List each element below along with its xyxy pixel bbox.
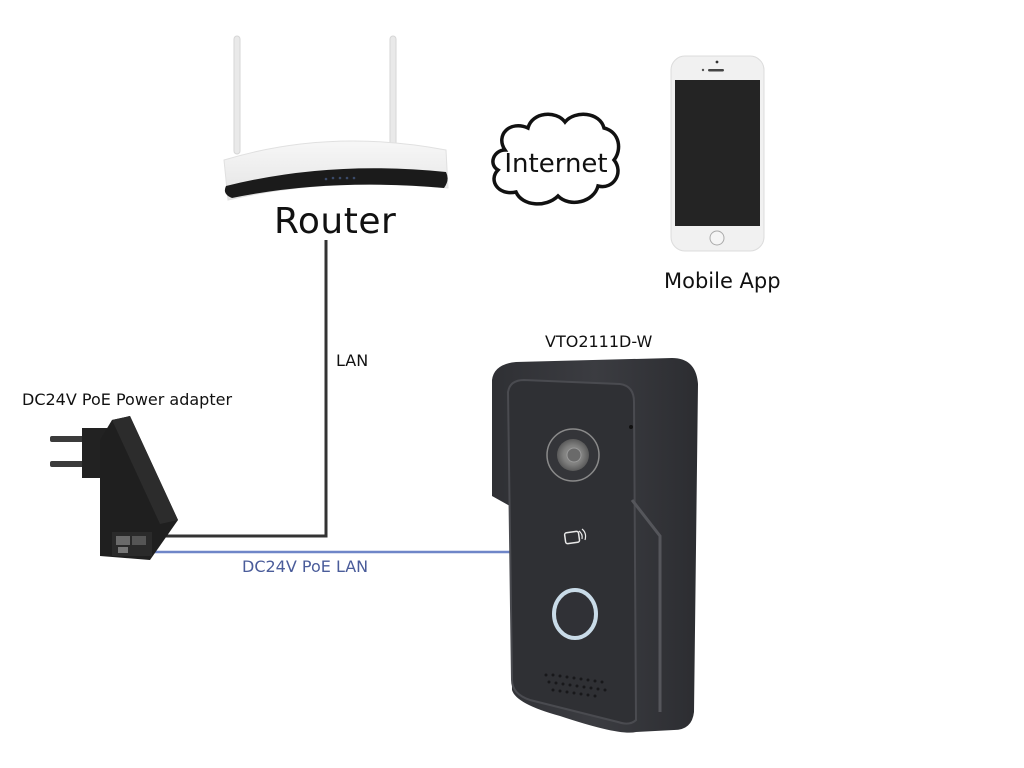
lan-line: [146, 240, 328, 538]
poe-lan-edge-label: DC24V PoE LAN: [242, 557, 369, 576]
rfid-card-icon: [563, 528, 587, 545]
lan-edge-label: LAN: [336, 351, 369, 370]
speaker-grille: [544, 673, 607, 698]
cloud-icon: Internet: [491, 112, 621, 206]
mobile-app-label: Mobile App: [664, 269, 781, 293]
router-label: Router: [274, 201, 397, 242]
router-icon: [223, 35, 449, 201]
internet-label: Internet: [504, 149, 607, 179]
video-doorbell-icon: [492, 358, 698, 733]
smartphone-icon: [670, 55, 765, 252]
call-button: [552, 588, 598, 640]
doorbell-model-label: VTO2111D-W: [545, 332, 653, 351]
poe-adapter-icon: [50, 416, 178, 560]
poe-adapter-label: DC24V PoE Power adapter: [22, 390, 233, 409]
